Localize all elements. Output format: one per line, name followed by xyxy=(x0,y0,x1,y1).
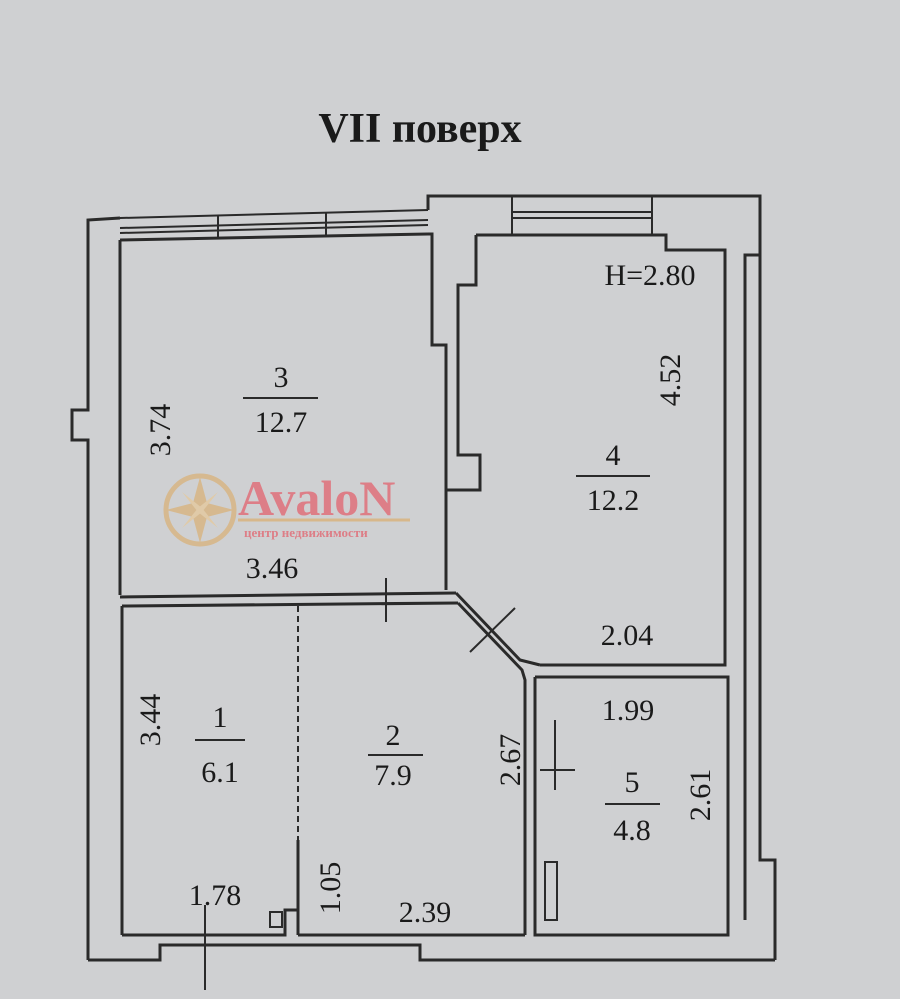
watermark: AvaloN центр недвижимости xyxy=(163,470,410,547)
room-2: 2 7.9 2.67 1.05 2.39 xyxy=(314,719,527,929)
room-3: 3 12.7 3.74 3.46 xyxy=(144,361,318,585)
room-2-height-dim: 2.67 xyxy=(494,734,527,787)
watermark-brand: AvaloN xyxy=(238,470,395,526)
walls xyxy=(70,194,777,990)
floor-title: VII поверх xyxy=(318,106,521,152)
room-1-area: 6.1 xyxy=(201,756,239,789)
ceiling-height: H=2.80 xyxy=(604,259,695,292)
room-4-height-dim: 4.52 xyxy=(654,354,687,407)
room-3-number: 3 xyxy=(274,361,289,394)
room-3-height-dim: 3.74 xyxy=(144,404,177,457)
room-1-height-dim: 3.44 xyxy=(134,694,167,747)
room-2-number: 2 xyxy=(386,719,401,752)
room-2-area: 7.9 xyxy=(374,759,412,792)
room-5-area: 4.8 xyxy=(613,814,651,847)
room-4: H=2.80 4.52 4 12.2 2.04 xyxy=(576,259,696,652)
room-3-width-dim: 3.46 xyxy=(246,552,299,585)
room-4-number: 4 xyxy=(606,439,621,472)
room-4-width-dim: 2.04 xyxy=(601,619,654,652)
room-4-area: 12.2 xyxy=(587,484,640,517)
room-2-width-dim: 2.39 xyxy=(399,896,452,929)
room-5-number: 5 xyxy=(625,766,640,799)
room-5-width-dim: 1.99 xyxy=(602,694,655,727)
room-1: 3.44 1 6.1 1.78 xyxy=(134,694,245,912)
room-3-area: 12.7 xyxy=(255,406,308,439)
room-2-niche-dim: 1.05 xyxy=(314,862,347,915)
compass-logo-icon xyxy=(163,473,237,547)
room-5: 1.99 5 4.8 2.61 xyxy=(602,694,717,847)
watermark-tagline: центр недвижимости xyxy=(244,525,368,540)
room-1-width-dim: 1.78 xyxy=(189,879,242,912)
room-1-number: 1 xyxy=(213,701,228,734)
room-5-height-dim: 2.61 xyxy=(684,769,717,822)
